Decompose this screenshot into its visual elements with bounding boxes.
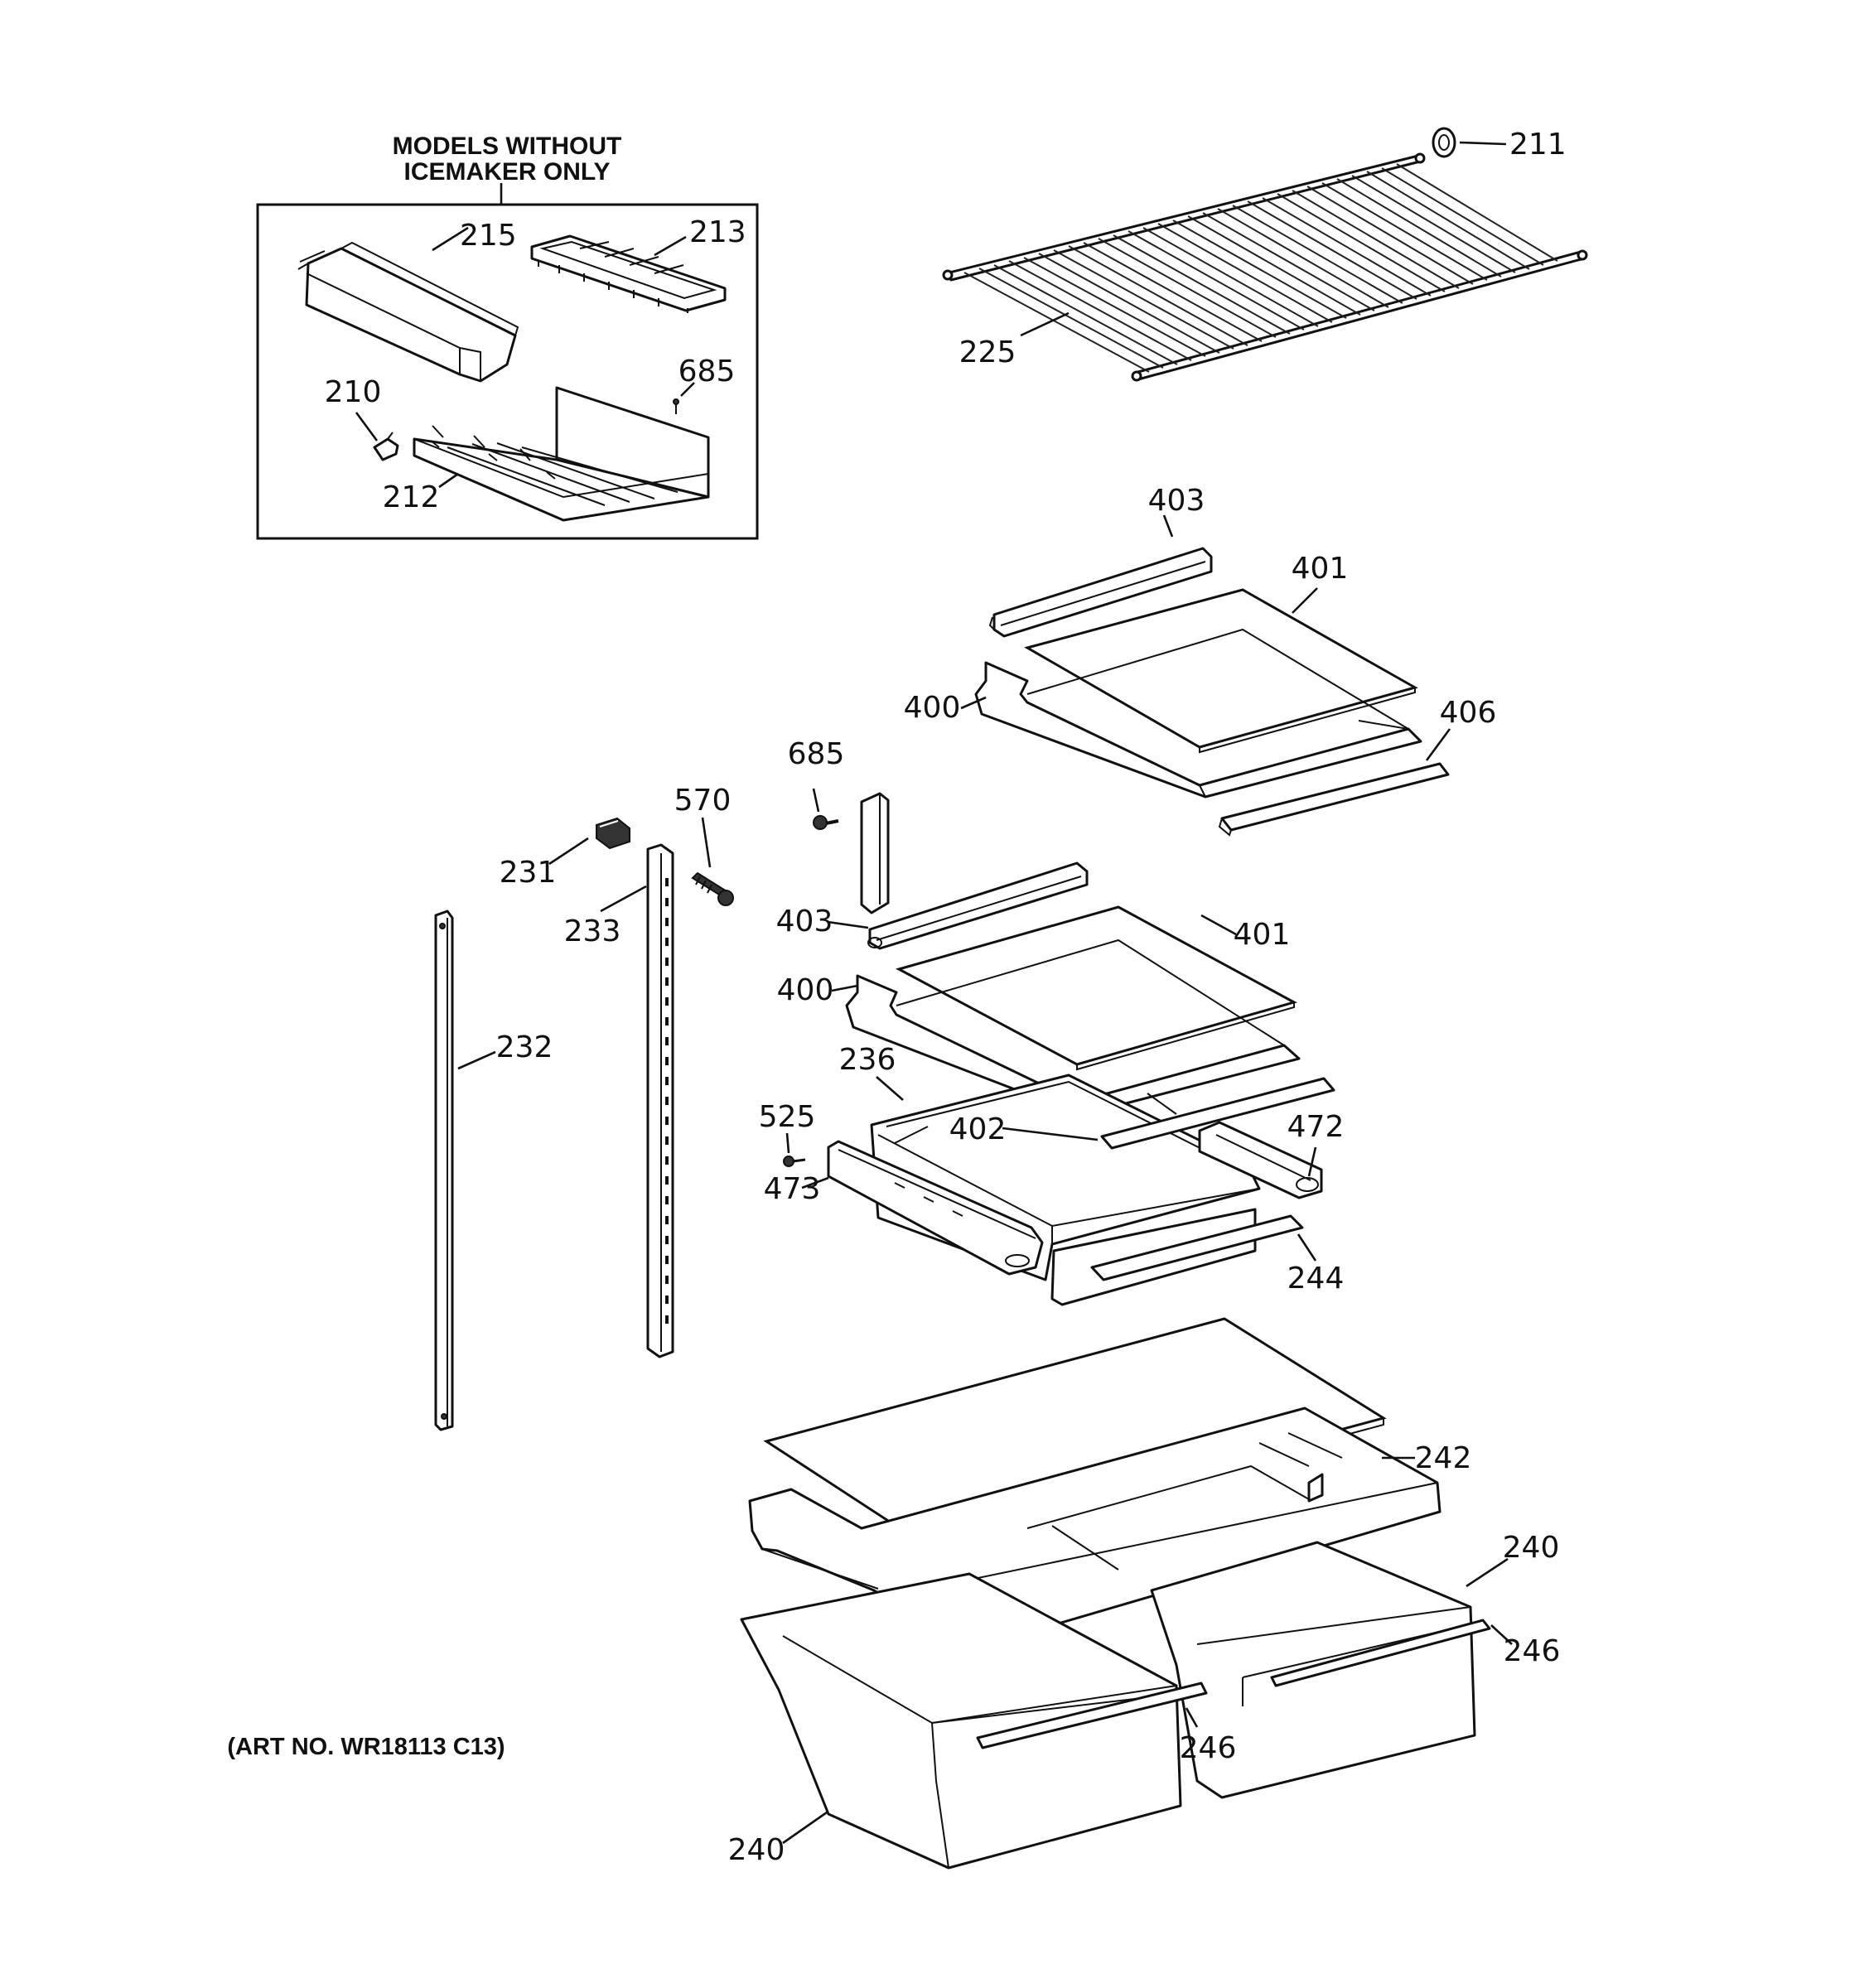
callout-685-inset: 685 xyxy=(678,355,736,388)
inset-frame xyxy=(256,203,759,540)
callout-232: 232 xyxy=(496,1030,553,1064)
screw-part-525 xyxy=(783,1156,806,1167)
screw-part-570 xyxy=(691,871,734,906)
leader-240-right xyxy=(1466,1557,1509,1588)
leader-685 xyxy=(812,788,820,813)
drawer-slide-part-473 xyxy=(827,1140,1044,1276)
leader-213 xyxy=(654,235,687,257)
callout-240-right: 240 xyxy=(1503,1531,1560,1565)
leader-225 xyxy=(1020,311,1070,337)
shelf-frame-part-400-top xyxy=(974,628,1422,799)
callout-211: 211 xyxy=(1509,128,1567,162)
callout-246-right: 246 xyxy=(1504,1634,1561,1668)
leader-403-mid xyxy=(827,920,869,929)
leader-215 xyxy=(432,226,469,252)
leader-685-inset xyxy=(680,382,695,397)
callout-525: 525 xyxy=(759,1100,816,1134)
callout-236: 236 xyxy=(839,1043,896,1077)
leader-401-top xyxy=(1292,587,1318,614)
shelf-trim-part-403-mid xyxy=(867,861,1089,950)
callout-473: 473 xyxy=(764,1172,821,1206)
leader-233 xyxy=(600,885,647,913)
callout-215: 215 xyxy=(460,219,517,253)
ice-bin-part-215 xyxy=(297,241,519,383)
drawer-front-trim-part-402 xyxy=(1100,1077,1335,1150)
leader-525 xyxy=(785,1132,790,1154)
callout-402: 402 xyxy=(949,1112,1007,1146)
leader-403-top xyxy=(1162,514,1174,538)
shelf-trim-part-406 xyxy=(1218,762,1450,837)
callout-233: 233 xyxy=(564,914,621,948)
leader-240-left xyxy=(782,1811,828,1845)
callout-240-left: 240 xyxy=(728,1833,785,1867)
callout-400-mid: 400 xyxy=(777,973,834,1007)
callout-246-left: 246 xyxy=(1180,1731,1237,1765)
callout-242: 242 xyxy=(1415,1441,1472,1475)
shelf-stop-part-211 xyxy=(1432,127,1456,158)
leader-246-right xyxy=(1490,1624,1513,1645)
leader-473 xyxy=(801,1176,829,1189)
leader-244 xyxy=(1297,1233,1317,1262)
leader-211 xyxy=(1459,141,1507,146)
leader-400-top xyxy=(960,696,987,710)
wire-shelf-part-225 xyxy=(942,152,1588,382)
inset-heading-line1: MODELS WITHOUT xyxy=(393,133,622,160)
leader-232 xyxy=(457,1050,496,1070)
callout-401-top: 401 xyxy=(1292,552,1349,586)
crisper-drawer-part-240-left xyxy=(740,1572,1208,1870)
glass-shelf-part-401-top xyxy=(1024,588,1418,754)
shelf-bracket-mid xyxy=(860,792,890,914)
leader-570 xyxy=(701,817,712,868)
callout-472: 472 xyxy=(1287,1110,1345,1144)
leader-472 xyxy=(1307,1146,1317,1177)
leader-246-left xyxy=(1185,1707,1199,1728)
drawer-slide-part-472 xyxy=(1198,1121,1323,1199)
leader-212 xyxy=(438,472,459,489)
leader-210 xyxy=(355,412,379,442)
callout-685: 685 xyxy=(788,737,845,771)
art-number: (ART NO. WR18113 C13) xyxy=(227,1734,505,1760)
shelf-trim-part-403-top xyxy=(988,547,1213,638)
drawer-bottom-trim-part-244 xyxy=(1090,1214,1304,1281)
screw-part-685 xyxy=(813,815,839,830)
leader-236 xyxy=(876,1076,904,1101)
shelf-rail-part-232 xyxy=(434,910,454,1431)
callout-244: 244 xyxy=(1287,1262,1345,1296)
leader-401-mid xyxy=(1200,914,1237,936)
icemaker-inset: MODELS WITHOUT ICEMAKER ONLY 215 213 xyxy=(256,133,759,540)
crisper-drawer-part-240-right xyxy=(1150,1541,1491,1799)
glass-shelf-part-401-mid xyxy=(896,905,1297,1071)
cap-part-231 xyxy=(596,817,630,850)
callout-570: 570 xyxy=(674,784,732,818)
callout-231: 231 xyxy=(500,856,557,890)
ice-shelf-part-212 xyxy=(413,386,710,522)
inset-heading-line2: ICEMAKER ONLY xyxy=(404,158,611,186)
shelf-rail-part-233 xyxy=(646,843,674,1358)
callout-403-mid: 403 xyxy=(776,905,833,939)
callout-213: 213 xyxy=(689,215,746,249)
leader-231 xyxy=(548,837,589,866)
callout-225: 225 xyxy=(959,335,1017,369)
callout-403-top: 403 xyxy=(1148,484,1205,518)
leader-402 xyxy=(1002,1127,1099,1141)
leader-406 xyxy=(1425,728,1451,761)
clip-part-210 xyxy=(373,432,399,461)
callout-401-mid: 401 xyxy=(1234,918,1291,952)
callout-406: 406 xyxy=(1440,696,1497,730)
callout-212: 212 xyxy=(383,480,440,514)
ice-tray-part-213 xyxy=(530,234,727,313)
callout-210: 210 xyxy=(325,375,382,409)
leader-400-mid xyxy=(831,984,858,992)
callout-400-top: 400 xyxy=(904,691,961,725)
screw-part-685-inset xyxy=(673,398,679,414)
